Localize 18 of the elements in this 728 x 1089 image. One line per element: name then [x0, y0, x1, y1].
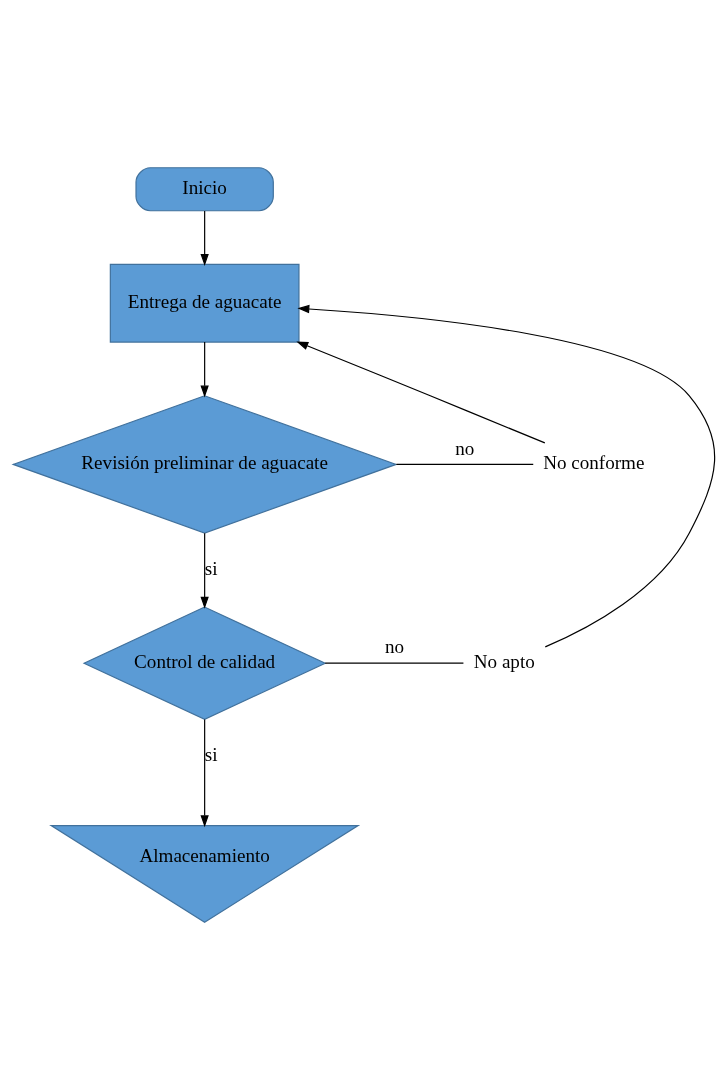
arrow	[200, 209, 209, 266]
arrow	[200, 718, 209, 827]
edge-label: no	[455, 437, 475, 459]
node-diamond: Control de calidad	[82, 605, 327, 720]
node-text: No apto	[473, 650, 535, 672]
node-box: Entrega de aguacate	[109, 263, 300, 343]
connector	[324, 662, 464, 664]
edge-label: no	[384, 635, 405, 657]
arrow	[296, 340, 546, 443]
connector	[395, 463, 534, 465]
arrow	[200, 341, 209, 398]
arrow	[200, 532, 209, 609]
node-text: No conforme	[543, 451, 645, 473]
arrow	[297, 304, 716, 647]
edge-label: si	[204, 557, 218, 579]
node-diamond: Revisión preliminar de aguacate	[11, 394, 398, 534]
edge-label: si	[204, 743, 218, 765]
node-box: Inicio	[135, 166, 274, 211]
